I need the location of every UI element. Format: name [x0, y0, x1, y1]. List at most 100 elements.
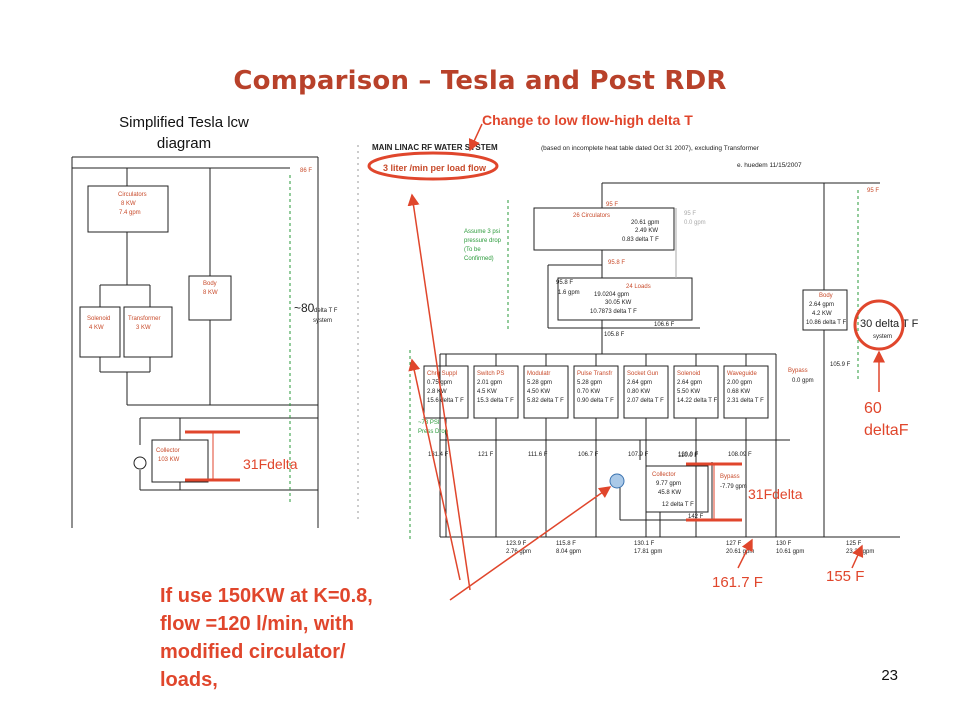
svg-text:95 F: 95 F [606, 202, 618, 208]
svg-text:30.05 KW: 30.05 KW [605, 300, 632, 306]
svg-text:1.6 gpm: 1.6 gpm [558, 290, 580, 296]
load-outlet-temp: 121 F [478, 452, 494, 458]
svg-text:95.8 F: 95.8 F [608, 260, 625, 266]
caption-line-2: diagram [156, 135, 212, 152]
tesla-circulators-box [87, 185, 169, 233]
load-box: Pulse Transfr 5.28 gpm 0.70 KW 0.90 delta T… [573, 354, 619, 537]
load-label: Socket Gun [627, 371, 658, 377]
tesla-circulators-label: Circulators [118, 192, 147, 198]
temp-155-annotation: 155 F [826, 568, 865, 585]
svg-text:Solenoid: Solenoid [87, 316, 110, 322]
svg-text:3 liter /min per load flow: 3 liter /min per load flow [383, 163, 487, 173]
load-label: Solenoid [677, 371, 700, 377]
svg-text:Press Drop: Press Drop [418, 429, 449, 435]
load-label: 4.50 KW [527, 389, 550, 395]
svg-text:~73 PSI: ~73 PSI [418, 420, 440, 426]
svg-text:20.61 gpm: 20.61 gpm [631, 220, 659, 226]
rdr-delta-annotation: 31Fdelta [748, 486, 803, 502]
tesla-transformer-box [123, 306, 173, 358]
caption-line-1: Simplified Tesla lcw [119, 114, 249, 131]
svg-text:Transformer: Transformer [128, 316, 160, 322]
svg-text:8 KW: 8 KW [203, 290, 218, 296]
slide-title: Comparison – Tesla and Post RDR [233, 66, 727, 96]
svg-text:~80: ~80 [294, 301, 315, 315]
svg-text:MAIN LINAC RF WATER SYSTEM: MAIN LINAC RF WATER SYSTEM [372, 143, 498, 152]
load-label: 0.68 KW [727, 389, 750, 395]
svg-text:10.7873 delta T F: 10.7873 delta T F [590, 309, 637, 315]
load-label: 15.3 delta T F [477, 398, 514, 404]
svg-text:2.64 gpm: 2.64 gpm [809, 302, 834, 308]
svg-text:7.4 gpm: 7.4 gpm [119, 210, 141, 216]
load-label: 15.6 delta T F [427, 398, 464, 404]
load-label: 2.00 gpm [727, 380, 752, 386]
svg-text:0.83 delta T F: 0.83 delta T F [622, 237, 659, 243]
svg-text:12 delta T F: 12 delta T F [662, 502, 694, 508]
svg-text:95.8 F: 95.8 F [556, 280, 573, 286]
svg-text:pressure drop: pressure drop [464, 238, 502, 244]
load-outlet-temp: 111.6 F [528, 452, 548, 458]
svg-text:Body: Body [203, 281, 217, 287]
svg-text:26 Circulators: 26 Circulators [573, 213, 610, 219]
svg-text:Bypass: Bypass [720, 474, 740, 480]
load-label: 5.28 gpm [527, 380, 552, 386]
load-label: 0.80 KW [627, 389, 650, 395]
svg-text:110.0 F: 110.0 F [678, 453, 698, 459]
svg-text:0.0 gpm: 0.0 gpm [684, 220, 706, 226]
bottom-flow: 10.61 gpm [776, 549, 804, 555]
svg-text:3 KW: 3 KW [136, 325, 151, 331]
load-outlet-temp: 108.09 F [728, 452, 752, 458]
svg-text:system: system [313, 318, 332, 324]
bottom-temp: 127 F [726, 541, 742, 547]
load-outlet-temp: 120.0 F [678, 452, 699, 458]
svg-text:4.2 KW: 4.2 KW [812, 311, 832, 317]
svg-text:Assume 3 psi: Assume 3 psi [464, 229, 500, 235]
change-caption: Change to low flow-high delta T [482, 112, 693, 128]
load-label: 2.8 KW [427, 389, 447, 395]
load-label: 5.50 KW [677, 389, 700, 395]
svg-text:103 KW: 103 KW [158, 457, 180, 463]
svg-text:30 delta T F: 30 delta T F [860, 318, 919, 330]
svg-text:105.9 F: 105.9 F [830, 362, 851, 368]
svg-text:Collector: Collector [652, 472, 676, 478]
load-label: 5.82 delta T F [527, 398, 564, 404]
svg-text:105.8 F: 105.8 F [604, 332, 625, 338]
load-label: Switch PS [477, 371, 504, 377]
delta30-highlight [853, 299, 905, 351]
svg-text:95 F: 95 F [867, 188, 879, 194]
page-number: 23 [881, 667, 898, 684]
rdr-header: MAIN LINAC RF WATER SYSTEM (based on inc… [372, 143, 802, 173]
svg-text:24 Loads: 24 Loads [626, 284, 651, 290]
annotation-arrows [407, 123, 885, 601]
tesla-delta-marker [185, 430, 240, 482]
svg-text:86 F: 86 F [300, 168, 312, 174]
load-label: 5.28 gpm [577, 380, 602, 386]
temp-161-annotation: 161.7 F [712, 574, 763, 591]
svg-text:0.0 gpm: 0.0 gpm [792, 378, 814, 384]
svg-text:-7.79 gpm: -7.79 gpm [720, 484, 747, 490]
load-label: Chrg Suppl [427, 371, 457, 377]
load-label: 0.70 KW [577, 389, 600, 395]
rdr-delta-marker [686, 462, 742, 522]
load-label: 0.90 delta T F [577, 398, 614, 404]
svg-text:Body: Body [819, 293, 833, 299]
load-outlet-temp: 131.4 F [428, 452, 449, 458]
load-label: Pulse Transfr [577, 371, 612, 377]
svg-text:(To be: (To be [464, 247, 481, 253]
svg-text:8 KW: 8 KW [121, 201, 136, 207]
svg-text:e. huedem 11/15/2007: e. huedem 11/15/2007 [737, 162, 802, 169]
tesla-diagram-caption: Simplified Tesla lcw diagram [84, 112, 284, 154]
svg-text:4 KW: 4 KW [89, 325, 104, 331]
svg-text:19.0204 gpm: 19.0204 gpm [594, 292, 629, 298]
load-label: 2.07 delta T F [627, 398, 664, 404]
tesla-labels: Circulators 8 KW 7.4 gpm Body 8 KW Solen… [87, 168, 338, 463]
recommendation-note: If use 150KW at K=0.8, flow =120 l/min, … [160, 585, 373, 691]
load-label: 2.31 delta T F [727, 398, 764, 404]
